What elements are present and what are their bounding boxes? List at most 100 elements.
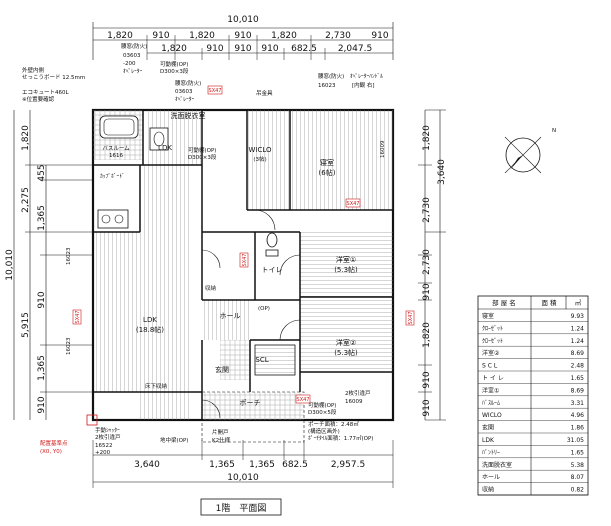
sx-tag-6: SX47 bbox=[297, 397, 310, 403]
area-table-room-area: 3.31 bbox=[571, 400, 585, 407]
bottom-dim-4: 682.5 bbox=[282, 460, 308, 470]
datum-marker bbox=[86, 414, 98, 426]
top2-dim-4: 910 bbox=[261, 44, 278, 54]
right-seg-7: 910 bbox=[422, 399, 432, 416]
area-table-room-name: ｸﾛｰｾﾞｯﾄ bbox=[482, 338, 503, 345]
title-text: 1階 平面図 bbox=[216, 503, 267, 514]
room-ldk-label: LDK bbox=[143, 316, 157, 324]
room-ldk-label-upper: LDK bbox=[158, 144, 172, 152]
left-dimensions: 10,010 1,820 2,275 5,915 455 1,365 910 1… bbox=[5, 110, 93, 420]
note-cup-board: ｶｯﾌﾟﾎﾞｰﾄﾞ bbox=[100, 173, 125, 180]
note-shutter-h: +200 bbox=[95, 450, 111, 456]
left-inner-2: 1,365 bbox=[37, 205, 47, 231]
area-table-room-name: ト イ レ bbox=[482, 375, 504, 382]
area-table-room-name: S C L bbox=[482, 363, 498, 370]
area-table-room-area: 1.86 bbox=[571, 425, 585, 432]
note-exterior-wall: 外壁内側 bbox=[22, 66, 45, 74]
note-shutter-code: 16522 bbox=[95, 443, 113, 449]
note-datum-label: 配置基準点 bbox=[40, 439, 68, 447]
right-seg-6: 910 bbox=[422, 371, 432, 388]
left-total-dim: 10,010 bbox=[5, 249, 15, 281]
right-dimensions: 3,640 1,820 2,730 2,730 910 1,820 910 91… bbox=[418, 109, 447, 421]
area-table-room-name: LDK bbox=[482, 437, 495, 444]
room-toilet-label: トイレ bbox=[262, 266, 283, 274]
room-bedroom-label: 寝室 bbox=[320, 158, 334, 167]
area-table-room-name: ﾊﾟﾝﾄﾘｰ bbox=[482, 449, 500, 456]
area-table-room-area: 1.24 bbox=[571, 325, 585, 332]
area-table-room-area: 8.69 bbox=[571, 350, 585, 357]
top2-dim-2: 910 bbox=[206, 44, 223, 54]
top-dim-4: 910 bbox=[234, 31, 251, 41]
top2-dim-3: 910 bbox=[234, 44, 251, 54]
note-entrance-door: 片開戸 bbox=[212, 428, 229, 436]
note-storage: 収納 bbox=[205, 284, 217, 292]
top-dim-1: 1,820 bbox=[107, 31, 133, 41]
note-shelf-wash: 可動棚(OP) bbox=[188, 146, 216, 154]
room-bedroom-size: (6帖) bbox=[319, 168, 336, 177]
porch-boundary bbox=[201, 391, 305, 443]
room-bath-label: バスルーム bbox=[102, 145, 130, 152]
sx-tag-2: SX47 bbox=[347, 201, 360, 207]
note-datum-coord: (X0, Y0) bbox=[40, 449, 62, 455]
area-table-header-area: 面 積 bbox=[541, 298, 557, 307]
note-storage-shelf2: 可動棚(OP) bbox=[308, 401, 336, 409]
compass: N bbox=[504, 128, 556, 174]
room-scl-label: SCL bbox=[255, 356, 268, 364]
sx-tag-5: SX47 bbox=[408, 312, 414, 325]
note-porch-area: ポーチ面積：2.48㎡ bbox=[308, 420, 359, 428]
room-bath-size: 1616 bbox=[109, 153, 123, 159]
bottom-total-dim: 10,010 bbox=[227, 473, 259, 483]
bottom-dim-2: 1,365 bbox=[209, 460, 235, 470]
sx-tag-1: SX47 bbox=[209, 88, 222, 94]
note-window-top2-code: 03603 bbox=[175, 89, 193, 95]
interior-walls bbox=[93, 110, 393, 420]
top-dimensions: 10,010 1,820 910 1,820 910 1,820 2,730 9… bbox=[92, 15, 394, 60]
toilet-fixture bbox=[265, 232, 279, 257]
area-table-room-area: 31.05 bbox=[567, 437, 584, 444]
note-window-room2-frame: 2枚引違戸 bbox=[345, 389, 371, 397]
room-porch-label: ポーチ bbox=[240, 399, 261, 407]
area-table-room-name: 寝室 bbox=[482, 312, 494, 320]
bottom-dim-3: 1,365 bbox=[249, 460, 275, 470]
note-window-left: 16023 bbox=[66, 247, 72, 265]
bottom-dim-1: 3,640 bbox=[134, 460, 160, 470]
note-ecocute: エコキュート460L bbox=[22, 89, 69, 96]
right-seg-3: 2,730 bbox=[422, 249, 432, 275]
left-seg-3: 5,915 bbox=[21, 312, 31, 338]
area-table-room-area: 4.96 bbox=[571, 412, 585, 419]
area-table-room-name: 収納 bbox=[482, 486, 494, 494]
area-table-room-area: 9.93 bbox=[571, 313, 585, 320]
sx-tags: SX47 SX47 SX47 SX47 SX47 SX47 bbox=[72, 85, 415, 404]
right-seg-2: 2,730 bbox=[422, 197, 432, 223]
note-hanger: 吊金具 bbox=[256, 89, 273, 97]
right-seg-4: 910 bbox=[422, 283, 432, 300]
kitchen-sink bbox=[97, 209, 129, 229]
area-table-room-name: 玄関 bbox=[482, 424, 494, 432]
left-inner-4: 1,365 bbox=[37, 355, 47, 381]
room-ldk-size: (18.8帖) bbox=[136, 325, 164, 334]
note-porch-area-note2: ﾎﾟｰﾁﾀｲﾙ面積：1.77㎡(OP) bbox=[308, 434, 373, 442]
note-exterior-board: せっこうボード 12.5mm bbox=[22, 73, 85, 81]
room-labels: LDK LDK (18.8帖) 寝室 (6帖) 洋室① (5.3帖) 洋室② (… bbox=[102, 111, 358, 407]
top-dim-3: 1,820 bbox=[189, 31, 215, 41]
bottom-dimensions: 3,640 1,365 1,365 682.5 2,957.5 10,010 bbox=[92, 440, 394, 488]
note-storage-top-size: D300×3段 bbox=[160, 67, 189, 75]
note-window-top2-op: ｵﾍﾟﾚｰﾀｰ bbox=[175, 96, 195, 103]
note-window-bath: 腰窓(防火) bbox=[121, 42, 147, 50]
right-seg-1: 1,820 bbox=[422, 125, 432, 151]
area-table-room-name: 洋室② bbox=[482, 349, 500, 357]
top-dim-5: 1,820 bbox=[271, 31, 297, 41]
note-storage-shelf2-size: D300×5段 bbox=[308, 408, 337, 416]
left-inner-1: 455 bbox=[37, 164, 47, 181]
area-table-room-area: 8.07 bbox=[571, 474, 585, 481]
area-table-room-name: ｸﾛｰｾﾞｯﾄ bbox=[482, 325, 503, 332]
note-window-bed-top: 腰窓(防火) bbox=[318, 72, 344, 80]
area-table-room-area: 5.38 bbox=[571, 462, 585, 469]
room-western1-label: 洋室① bbox=[336, 255, 356, 264]
note-porch-area-note: (構造区画外) bbox=[308, 427, 340, 435]
note-window-left2: 16023 bbox=[66, 337, 72, 355]
left-inner-3: 910 bbox=[37, 291, 47, 308]
annotations: 外壁内側 せっこうボード 12.5mm エコキュート460L ※位置要確認 腰窓… bbox=[22, 42, 386, 456]
top-total-dim: 10,010 bbox=[227, 15, 259, 25]
